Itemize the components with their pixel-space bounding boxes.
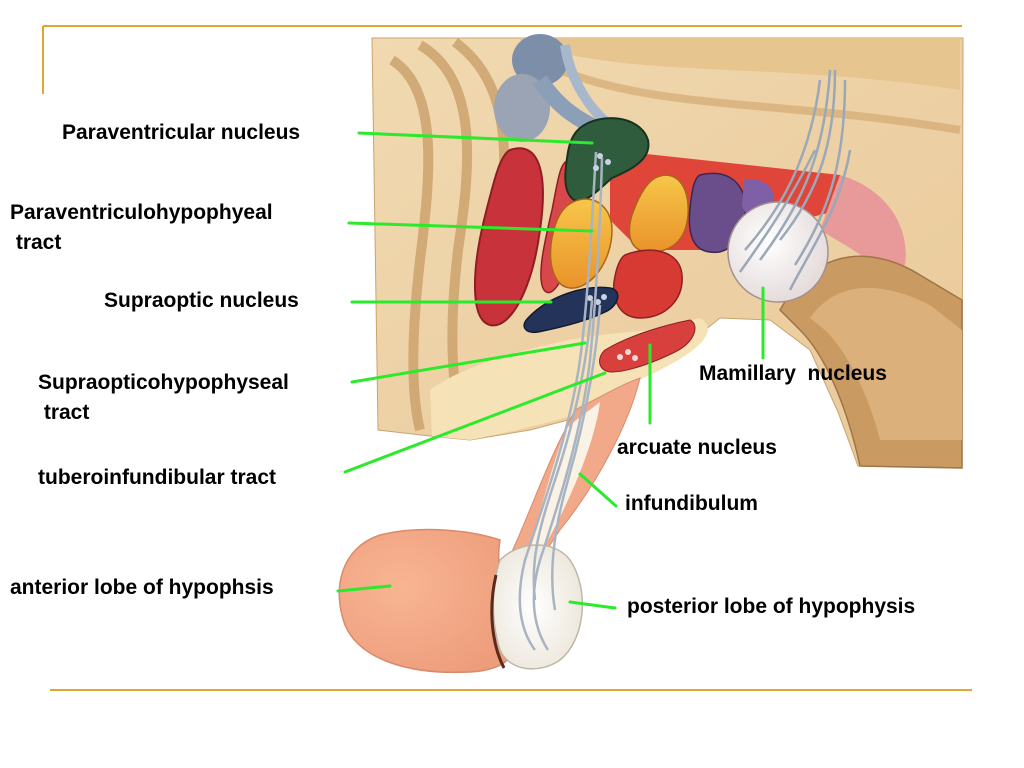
posterior-lobe-shape — [492, 544, 583, 670]
label-anterior-lobe: anterior lobe of hypophsis — [10, 576, 274, 599]
label-infundibulum: infundibulum — [625, 492, 758, 515]
anterior-lobe-shape — [338, 528, 517, 674]
arcuate-neurons — [617, 349, 638, 361]
slide-frame — [42, 25, 972, 691]
label-supraoptic-nucleus: Supraoptic nucleus — [104, 289, 299, 312]
red-nucleus-left — [474, 147, 544, 327]
supraoptic-neurons — [587, 294, 607, 305]
leader-soh-tract — [350, 341, 587, 384]
mamillary-body — [727, 201, 829, 303]
leader-lines — [336, 131, 765, 610]
red-nucleus-center — [612, 249, 683, 319]
label-paraventricular-nucleus: Paraventricular nucleus — [62, 121, 301, 144]
upper-fold — [520, 38, 960, 90]
upper-fold-shadow — [558, 66, 961, 134]
leader-tubero — [343, 371, 607, 474]
brainstem-band-inner — [810, 287, 962, 440]
label-tuberoinfundibular-tract: tuberoinfundibular tract — [38, 466, 276, 489]
label-supraopticohypophyseal-tract: Supraopticohypophyseal tract — [38, 371, 289, 424]
leader-pvh-tract — [347, 221, 594, 233]
mamillary-fibers — [738, 69, 852, 291]
label-arcuate-nucleus: arcuate nucleus — [617, 436, 777, 459]
paraventricular-neurons — [593, 153, 611, 171]
neurosecretory-tracts — [518, 151, 604, 651]
lobe-divider — [490, 574, 506, 669]
pink-region — [820, 175, 906, 267]
label-paraventriculohypophyseal-tract: Paraventriculohypophyeal tract — [10, 201, 273, 254]
arcuate-nucleus-shape — [599, 319, 696, 373]
leader-paraventricular — [357, 131, 594, 145]
label-posterior-lobe: posterior lobe of hypophysis — [627, 595, 916, 618]
leader-anterior — [336, 584, 392, 593]
leader-infundibulum — [578, 472, 618, 508]
label-mamillary-nucleus: Mamillary nucleus — [699, 362, 887, 385]
infundibulum-core — [525, 402, 600, 565]
leader-posterior — [568, 600, 617, 610]
anatomy-illustration — [338, 34, 964, 674]
